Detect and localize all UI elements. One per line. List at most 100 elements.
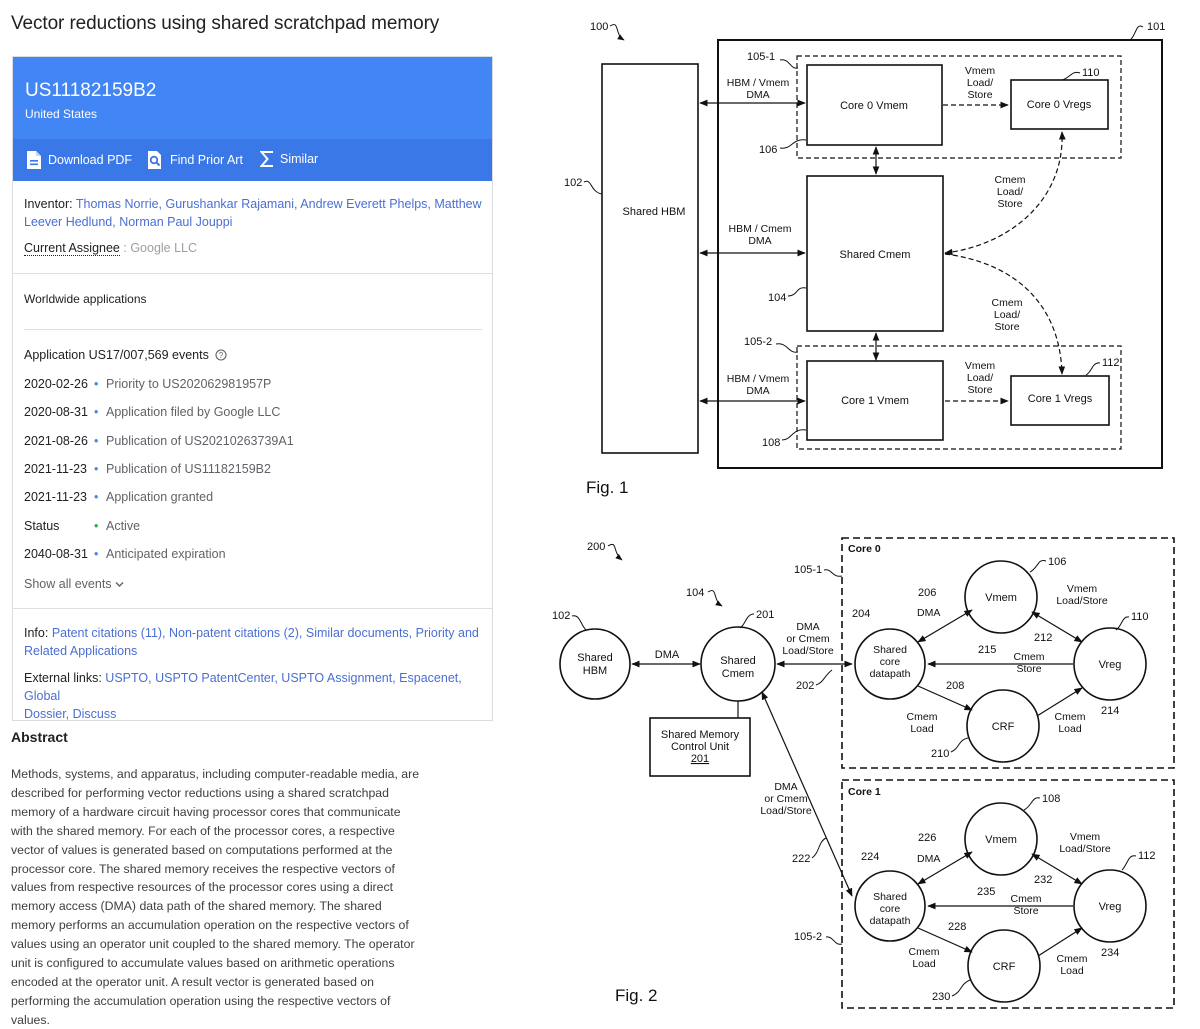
core0-cmem-load-2: Load: [910, 723, 934, 735]
core0-cmem-store-2: Store: [1016, 663, 1041, 675]
ref-108-leader: [781, 429, 807, 441]
core1-vmem-box: [806, 360, 944, 441]
find-prior-art-button[interactable]: Find Prior Art: [147, 151, 243, 169]
download-pdf-button[interactable]: Download PDF: [26, 151, 132, 169]
abstract-heading: Abstract: [11, 729, 68, 745]
worldwide-applications[interactable]: Worldwide applications: [24, 292, 147, 306]
fig1-caption: Fig. 1: [586, 478, 629, 497]
core0-crf-cmem-1: Cmem: [1055, 711, 1086, 723]
cmem-core0-load-store: Load/Store: [782, 645, 834, 657]
inventor-names-line2[interactable]: Leever Hedlund, Norman Paul Jouppi: [24, 215, 233, 229]
ref-228: 228: [948, 921, 966, 933]
figure-2: 200 Shared HBM 102 DMA Shared Cmem 104 2…: [552, 537, 1175, 1009]
ref-210-leader: [950, 737, 969, 753]
figure-1: 100 101 Shared HBM 102 105-1 Core 0 Vmem…: [564, 21, 1165, 497]
ref-106-leader: [779, 139, 807, 149]
core1-vmem-node: [964, 802, 1038, 876]
core0-datapath-node: [854, 628, 926, 700]
shared-cmem-node-line2: Cmem: [722, 668, 754, 680]
ref-112-fig2: 112: [1138, 850, 1156, 862]
action-bar: Download PDF Find Prior Art Similar: [13, 139, 492, 181]
shared-hbm-label: Shared HBM: [623, 206, 686, 218]
shared-cmem-node-line1: Shared: [720, 655, 755, 667]
ref-224: 224: [861, 851, 879, 863]
info-links-line2[interactable]: Related Applications: [24, 644, 138, 658]
smcu-line2: Control Unit: [671, 741, 729, 753]
inventor-section: Inventor: Thomas Norrie, Gurushankar Raj…: [24, 195, 484, 231]
shared-hbm-node: [559, 628, 631, 700]
ref-100-leader: [609, 24, 625, 41]
shared-cmem-box: [806, 175, 944, 332]
external-links-line1[interactable]: USPTO, USPTO PatentCenter, USPTO Assignm…: [24, 671, 462, 703]
event-text: Application filed by Google LLC: [106, 405, 281, 420]
divider: [13, 608, 492, 609]
search-doc-icon: [148, 151, 161, 169]
ref-102-fig2-leader: [571, 615, 587, 631]
ref-106-fig2: 106: [1048, 556, 1066, 568]
ref-222-leader: [811, 837, 827, 859]
core0-crf-node: [966, 689, 1040, 763]
ref-100: 100: [590, 21, 608, 33]
ref-214: 214: [1101, 705, 1119, 717]
core1-datapath-l3: datapath: [870, 915, 911, 927]
core0-vmem-label: Core 0 Vmem: [840, 100, 908, 112]
core0-vmem-box: [806, 64, 943, 146]
core1-crf-node-label: CRF: [993, 961, 1016, 973]
ref-210: 210: [931, 748, 949, 760]
ref-108-fig2: 108: [1042, 793, 1060, 805]
event-dot-icon: •: [94, 461, 99, 476]
core0-box: [841, 537, 1175, 769]
core1-crf-cmem-2: Load: [1060, 965, 1084, 977]
event-date: 2021-11-23: [24, 490, 88, 505]
chevron-down-icon: [115, 582, 124, 588]
similar-label: Similar: [280, 152, 319, 166]
event-dot-icon: •: [94, 518, 99, 533]
core1-crf-vreg-arrow: [1037, 927, 1083, 957]
event-row: Status•Active: [24, 519, 140, 533]
info-links-line1[interactable]: Patent citations (11), Non-patent citati…: [51, 626, 479, 640]
event-text: Priority to US202062981957P: [106, 377, 272, 391]
shared-hbm-box: [601, 63, 699, 454]
event-row: 2020-08-31•Application filed by Google L…: [24, 405, 280, 419]
ref-201-node-leader: [739, 613, 755, 629]
ref-110: 110: [1082, 67, 1100, 79]
core1-vmem-node-label: Vmem: [985, 834, 1017, 846]
core1-vmem-lbl: Vmem: [1070, 831, 1101, 843]
hbm-vmem-label-bot: HBM / Vmem: [727, 373, 790, 385]
core0-vmem-lbl: Vmem: [1067, 583, 1098, 595]
cmem-core1-dma: DMA: [774, 781, 797, 793]
event-dot-icon: •: [94, 546, 99, 561]
ref-201-node: 201: [756, 609, 774, 621]
cmem-load-label-top-3: Store: [997, 198, 1022, 210]
core1-title: Core 1: [848, 786, 881, 798]
hbm-cmem-label: HBM / Cmem: [729, 223, 792, 235]
show-all-events-link[interactable]: Show all events: [24, 575, 124, 593]
hbm-vmem-dma-bot: DMA: [746, 385, 769, 397]
patent-figures: 100 101 Shared HBM 102 105-1 Core 0 Vmem…: [540, 0, 1200, 1029]
inventor-names-line1[interactable]: Thomas Norrie, Gurushankar Rajamani, And…: [75, 197, 482, 211]
core1-cmem-store-2: Store: [1013, 905, 1038, 917]
ref-108: 108: [762, 437, 780, 449]
ref-208: 208: [946, 680, 964, 692]
core1-vreg-node: [1073, 869, 1147, 943]
similar-button[interactable]: Similar: [260, 151, 318, 167]
core1-vregs-box: [1010, 375, 1110, 426]
ref-105-2-leader: [775, 343, 799, 353]
event-dot-icon: •: [94, 405, 99, 420]
shared-cmem-label: Shared Cmem: [840, 249, 911, 261]
download-pdf-label: Download PDF: [48, 153, 133, 167]
cmem-load-label-top-1: Cmem: [995, 174, 1026, 186]
application-heading: Application US17/007,569 events: [24, 348, 209, 362]
ref-206: 206: [918, 587, 936, 599]
core0-datapath-crf-arrow: [917, 685, 973, 711]
figures-canvas: 100 101 Shared HBM 102 105-1 Core 0 Vmem…: [552, 21, 1175, 1009]
core0-vmem-node: [964, 560, 1038, 634]
svg-text:?: ?: [219, 351, 224, 360]
ref-110-leader: [1061, 71, 1081, 81]
help-circle-icon[interactable]: ?: [215, 349, 227, 361]
core1-datapath-vmem-arrow: [917, 851, 973, 885]
core0-crf-cmem-2: Load: [1058, 723, 1082, 735]
external-links-line2[interactable]: Dossier, Discuss: [24, 707, 117, 721]
publication-country: United States: [25, 107, 98, 121]
inventor-label: Inventor:: [24, 197, 73, 211]
